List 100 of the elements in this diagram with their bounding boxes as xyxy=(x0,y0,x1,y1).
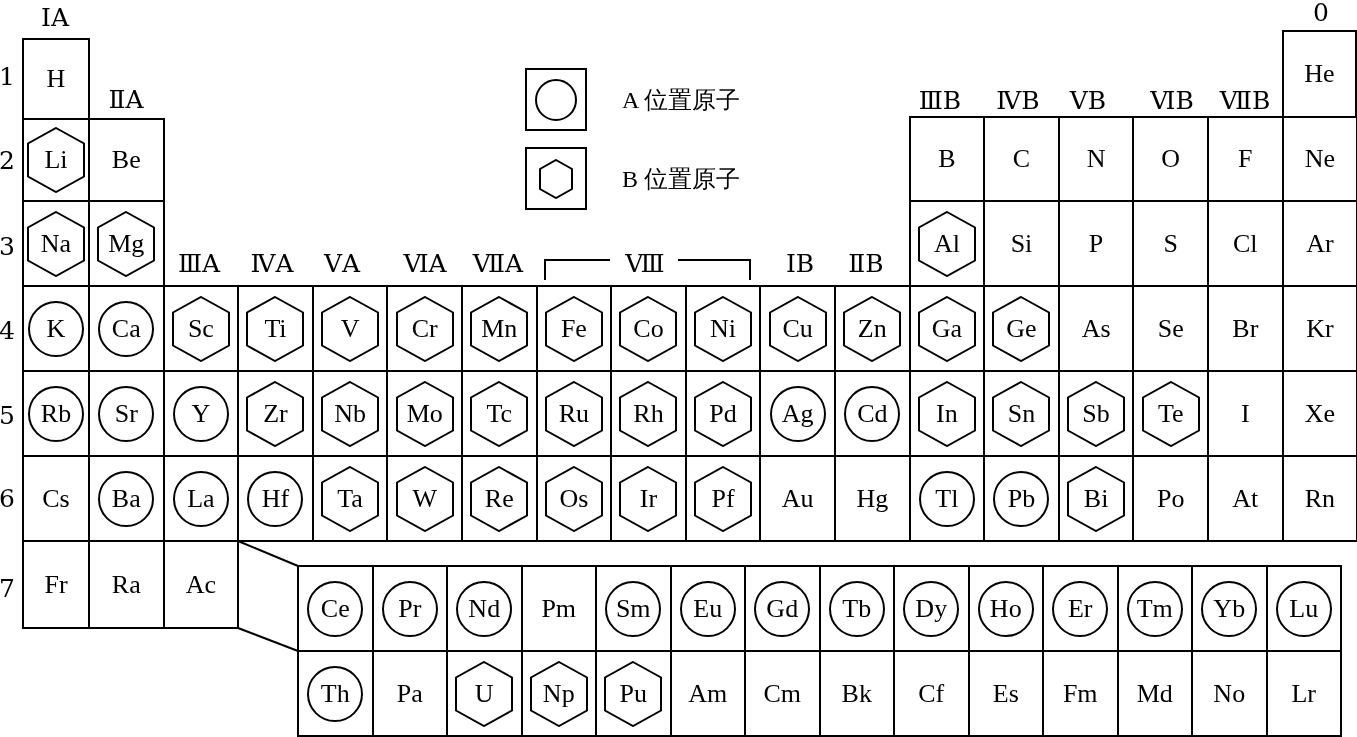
element-symbol: Hf xyxy=(260,485,291,512)
element-symbol: Cu xyxy=(781,315,814,342)
element-symbol: N xyxy=(1085,146,1107,172)
element-symbol: Ir xyxy=(638,485,659,512)
element-symbol: Pd xyxy=(708,400,738,427)
element-symbol: Be xyxy=(110,147,142,173)
element-symbol: Xe xyxy=(1303,400,1337,427)
group-label: ⅦB xyxy=(1219,87,1271,113)
element-symbol: W xyxy=(411,485,438,512)
element-symbol: P xyxy=(1087,230,1105,257)
element-symbol: Pu xyxy=(618,680,648,707)
element-symbol: I xyxy=(1239,400,1251,427)
element-cell xyxy=(88,118,165,202)
element-symbol: Fr xyxy=(43,571,69,598)
element-cell xyxy=(162,540,240,629)
element-symbol: C xyxy=(1011,146,1032,172)
group-label: ⅡB xyxy=(848,250,884,276)
element-symbol: Pa xyxy=(395,680,424,707)
group-label: ⅡA xyxy=(108,86,144,112)
element-symbol: Na xyxy=(39,230,73,257)
group-label: ⅠA xyxy=(41,4,69,30)
element-symbol: Np xyxy=(541,680,576,707)
legend-text: B 位置原子 xyxy=(622,167,740,191)
element-symbol: Ce xyxy=(319,595,351,622)
element-symbol: Sb xyxy=(1081,400,1111,427)
group-label: ⅤA xyxy=(323,250,361,276)
legend-text: A 位置原子 xyxy=(622,88,740,112)
element-symbol: Lu xyxy=(1288,595,1320,622)
period-number: 5 xyxy=(0,402,15,428)
element-symbol: Ag xyxy=(780,400,815,427)
element-symbol: As xyxy=(1080,315,1112,342)
element-symbol: Pr xyxy=(397,595,423,622)
period-number: 3 xyxy=(0,233,15,259)
element-symbol: Nd xyxy=(467,595,502,622)
element-symbol: Re xyxy=(483,485,515,512)
element-symbol: Tm xyxy=(1135,595,1174,622)
element-symbol: Cf xyxy=(917,680,946,707)
element-symbol: Bi xyxy=(1082,485,1110,512)
element-symbol: B xyxy=(937,146,957,172)
group-label: ⅣA xyxy=(250,250,294,276)
element-cell xyxy=(297,650,374,737)
element-symbol: Yb xyxy=(1212,595,1247,622)
element-cell xyxy=(297,565,374,652)
element-symbol: Ba xyxy=(110,485,142,512)
element-symbol: Ta xyxy=(336,485,364,512)
element-symbol: Md xyxy=(1135,680,1174,707)
element-cell xyxy=(1281,30,1357,118)
element-symbol: Br xyxy=(1231,315,1260,342)
element-cell xyxy=(1265,565,1342,652)
element-cell xyxy=(1281,455,1357,542)
element-symbol: Te xyxy=(1156,400,1185,427)
element-symbol: Nb xyxy=(333,400,367,427)
element-symbol: Ho xyxy=(988,595,1023,622)
element-symbol: F xyxy=(1237,146,1254,172)
element-symbol: La xyxy=(186,485,216,512)
element-symbol: Ga xyxy=(930,315,964,342)
element-symbol: Ti xyxy=(263,315,288,342)
element-symbol: Si xyxy=(1009,230,1034,257)
element-symbol: Se xyxy=(1156,315,1185,342)
element-symbol: Ca xyxy=(110,315,142,342)
element-symbol: Fe xyxy=(559,315,588,342)
element-symbol: S xyxy=(1162,230,1179,257)
element-symbol: Cd xyxy=(856,400,889,427)
element-symbol: Os xyxy=(558,485,590,512)
element-cell xyxy=(22,38,90,120)
element-cell xyxy=(1265,650,1342,737)
element-symbol: Po xyxy=(1155,485,1186,512)
element-symbol: Tl xyxy=(934,485,960,512)
element-symbol: In xyxy=(935,400,959,427)
element-symbol: Al xyxy=(932,230,961,257)
element-symbol: Sr xyxy=(113,400,139,427)
element-symbol: O xyxy=(1160,146,1182,172)
element-symbol: Eu xyxy=(692,595,724,622)
element-symbol: Cs xyxy=(41,485,71,512)
group-label: 0 xyxy=(1313,0,1329,25)
element-symbol: Rn xyxy=(1303,485,1337,512)
element-symbol: Pm xyxy=(540,595,578,622)
element-symbol: V xyxy=(339,315,361,342)
element-symbol: Ac xyxy=(184,571,218,598)
group-label: Ⅷ xyxy=(625,250,665,276)
period-number: 6 xyxy=(0,485,15,511)
element-symbol: Ar xyxy=(1305,230,1335,257)
element-symbol: Es xyxy=(991,680,1020,707)
element-symbol: Hg xyxy=(855,485,890,512)
group-label: ⅠB xyxy=(785,250,815,276)
element-symbol: Zr xyxy=(262,400,289,427)
element-symbol: Ne xyxy=(1303,146,1337,172)
element-symbol: Sn xyxy=(1006,400,1037,427)
element-symbol: Y xyxy=(190,400,212,427)
group-label: ⅥA xyxy=(403,250,447,276)
element-cell xyxy=(908,116,986,202)
element-symbol: Au xyxy=(780,485,815,512)
period-number: 2 xyxy=(0,147,15,173)
element-symbol: Cr xyxy=(410,315,439,342)
element-symbol: Th xyxy=(319,680,351,707)
element-symbol: Er xyxy=(1066,595,1094,622)
group-label: ⅢA xyxy=(177,250,221,276)
element-symbol: Rh xyxy=(632,400,665,427)
element-symbol: Tc xyxy=(485,400,514,427)
element-symbol: Ru xyxy=(557,400,591,427)
